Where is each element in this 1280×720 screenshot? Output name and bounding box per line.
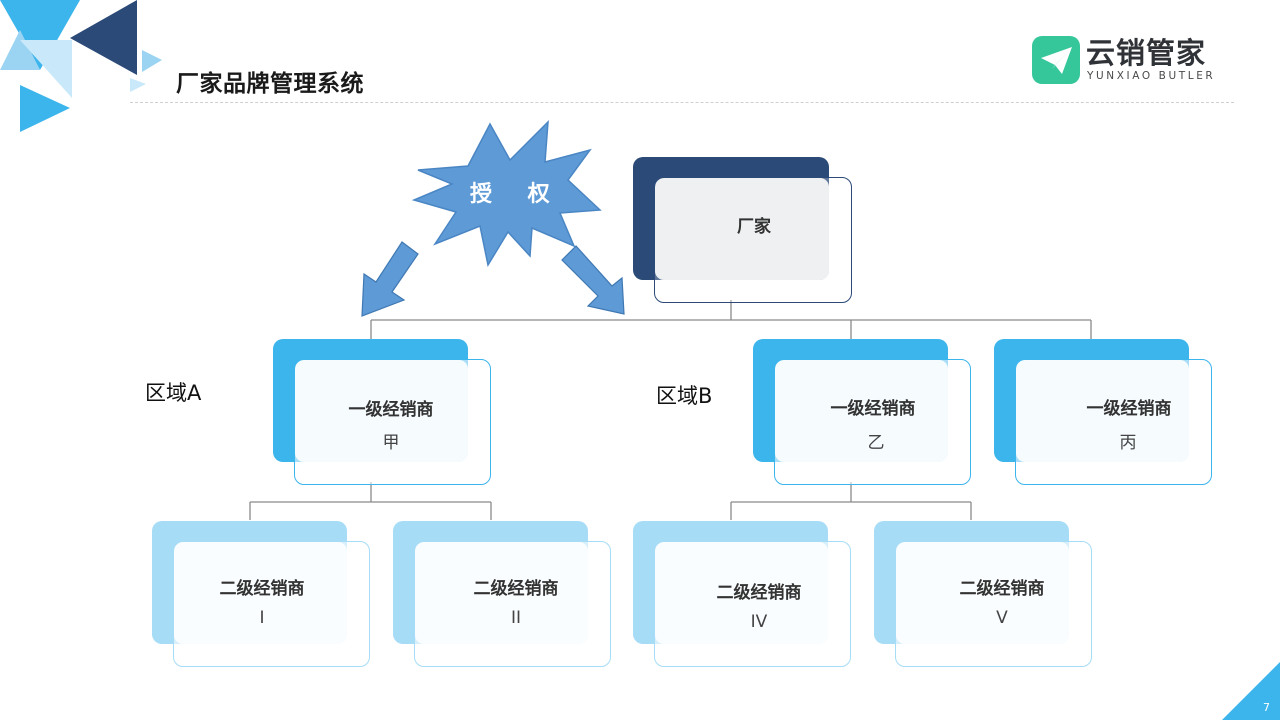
level1-sub: 甲	[382, 433, 400, 453]
level2-sub: IV	[750, 612, 768, 632]
level2-sub: I	[259, 608, 265, 628]
arrow-to-region-a	[361, 241, 419, 317]
level2-sub: V	[996, 608, 1008, 628]
level2-node-iv: 二级经销商 IV	[633, 521, 853, 667]
level2-node-i: 二级经销商 I	[152, 521, 372, 667]
level2-label: 二级经销商	[716, 583, 802, 603]
level1-label: 一级经销商	[1086, 399, 1172, 419]
level1-label: 一级经销商	[348, 400, 434, 420]
level1-label: 一级经销商	[830, 399, 916, 419]
logo-subtitle: YUNXIAO BUTLER	[1087, 70, 1216, 82]
level1-sub: 乙	[867, 433, 885, 453]
deco-triangle-blue-2	[20, 85, 70, 132]
level2-node-v: 二级经销商 V	[874, 521, 1094, 667]
manufacturer-node: 厂家	[633, 157, 853, 303]
deco-triangle-small	[142, 50, 162, 72]
arrow-to-manufacturer	[561, 245, 625, 315]
deco-triangle-navy	[70, 0, 137, 75]
logo-name: 云销管家	[1086, 36, 1207, 70]
region-a-label: 区域A	[145, 381, 202, 405]
level1-sub: 丙	[1119, 433, 1137, 453]
level2-node-ii: 二级经销商 II	[393, 521, 613, 667]
level2-label: 二级经销商	[473, 579, 559, 599]
level2-label: 二级经销商	[959, 579, 1045, 599]
authorization-label: 授 权	[470, 182, 564, 207]
level2-label: 二级经销商	[219, 579, 305, 599]
level1-node-yi: 一级经销商 乙	[753, 339, 973, 485]
page-title: 厂家品牌管理系统	[176, 71, 364, 97]
deco-triangle-light	[0, 30, 40, 70]
manufacturer-label: 厂家	[737, 217, 771, 237]
level1-node-bing: 一级经销商 丙	[994, 339, 1214, 485]
authorization-burst	[411, 120, 602, 268]
level1-node-jia: 一级经销商 甲	[273, 339, 493, 485]
deco-triangle-blue	[0, 0, 80, 70]
page-number: 7	[1263, 701, 1270, 714]
paper-plane-icon	[1032, 36, 1080, 84]
level2-sub: II	[510, 608, 522, 628]
title-divider	[130, 102, 1234, 103]
deco-corner-triangle	[1222, 662, 1280, 720]
deco-triangle-pale	[20, 40, 72, 98]
deco-triangle-tiny	[130, 78, 146, 92]
region-b-label: 区域B	[656, 384, 713, 408]
